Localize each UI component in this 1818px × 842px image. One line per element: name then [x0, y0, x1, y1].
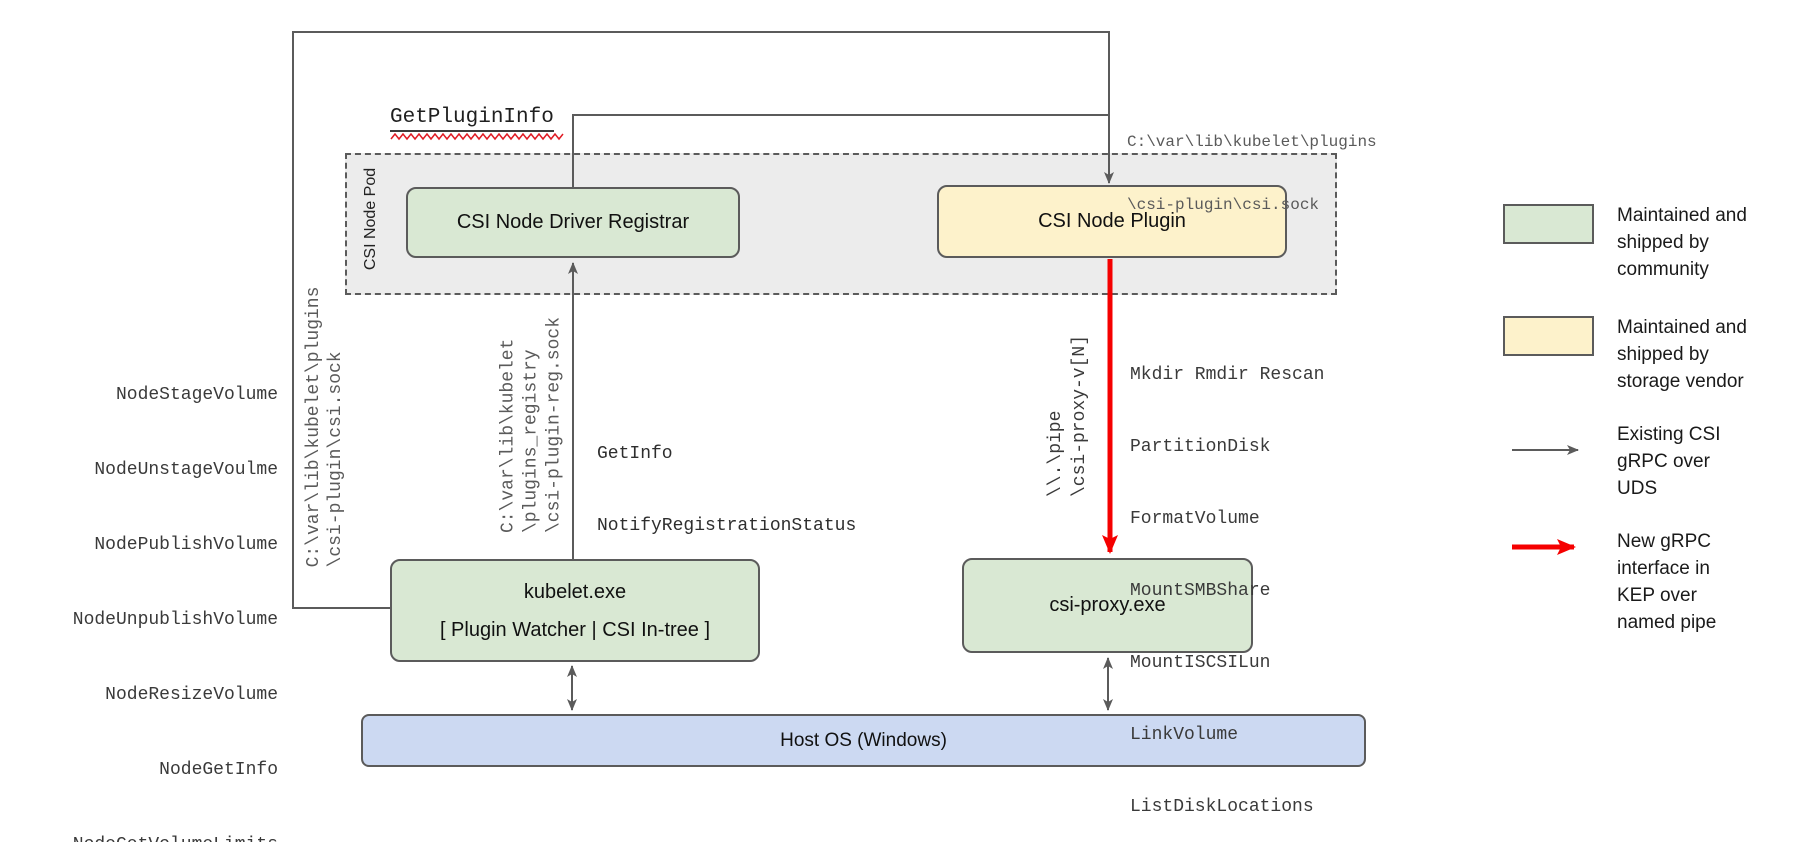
named-pipe-line1: \\.\pipe — [1046, 410, 1066, 498]
kubelet-node: kubelet.exe [ Plugin Watcher | CSI In-tr… — [390, 559, 760, 662]
kubelet-label-line2: [ Plugin Watcher | CSI In-tree ] — [439, 618, 711, 641]
kubelet-label-line1: kubelet.exe — [523, 580, 627, 603]
getplugininfo-connector — [572, 114, 1108, 187]
csi-sock-vertical-line1: C:\var\lib\kubelet\plugins — [304, 286, 324, 568]
node-method: NodeStageVolume — [115, 385, 278, 405]
legend-community-text: Maintained and shipped by community — [1617, 205, 1747, 280]
getplugininfo-label-block: GetPluginInfo — [390, 106, 566, 141]
plugin-label: CSI Node Plugin — [1038, 210, 1186, 232]
node-method: NodeGetVolumeLimits — [38, 833, 278, 842]
getplugininfo-label: GetPluginInfo — [390, 106, 554, 132]
legend-existing-text: Existing CSI gRPC over UDS — [1617, 424, 1721, 499]
named-pipe-vertical-label: \\.\pipe \csi-proxy-v[N] — [1044, 335, 1092, 497]
proxy-method: MountISCSILun — [1130, 653, 1271, 673]
csi-sock-vertical-label: C:\var\lib\kubelet\plugins \csi-plugin\c… — [303, 287, 347, 568]
legend-new-text: New gRPC interface in KEP over named pip… — [1617, 531, 1717, 633]
csi-node-pod-label: CSI Node Pod — [362, 167, 379, 271]
proxy-methods-list: Mkdir Rmdir Rescan PartitionDisk FormatV… — [1130, 315, 1324, 842]
node-method: NodeGetInfo — [159, 760, 278, 780]
csi-sock-path-line2: \csi-plugin\csi.sock — [1127, 196, 1320, 214]
node-method: NodeUnpublishVolume — [72, 610, 278, 630]
registrar-label: CSI Node Driver Registrar — [456, 211, 690, 233]
registration-call: NotifyRegistrationStatus — [597, 516, 857, 536]
spellcheck-squiggle-icon — [390, 133, 564, 141]
reg-sock-line2: \plugins_registry — [521, 349, 542, 534]
named-pipe-line2: \csi-proxy-v[N] — [1070, 334, 1090, 498]
reg-sock-line1: C:\var\lib\kubelet — [498, 338, 519, 534]
proxy-method: PartitionDisk — [1130, 437, 1271, 457]
plugin-node: CSI Node Plugin — [937, 185, 1287, 258]
proxy-method: LinkVolume — [1130, 725, 1239, 745]
csi-sock-path-line1: C:\var\lib\kubelet\plugins — [1127, 133, 1377, 151]
proxy-method: MountSMBShare — [1130, 581, 1271, 601]
registration-calls-list: GetInfo NotifyRegistrationStatus — [597, 394, 856, 586]
legend-community-swatch — [1503, 204, 1594, 244]
csi-proxy-label: csi-proxy.exe — [1049, 594, 1166, 616]
proxy-method: Mkdir Rmdir Rescan — [1130, 365, 1325, 385]
reg-sock-vertical-label: C:\var\lib\kubelet \plugins_registry \cs… — [498, 317, 567, 533]
node-method: NodeUnstageVoulme — [94, 460, 278, 480]
proxy-method: FormatVolume — [1130, 509, 1260, 529]
csi-sock-path-label: C:\var\lib\kubelet\plugins \csi-plugin\c… — [1127, 90, 1377, 258]
node-method: NodePublishVolume — [94, 535, 278, 555]
csi-proxy-node: csi-proxy.exe — [962, 558, 1253, 653]
proxy-method: ListDiskLocations — [1130, 797, 1314, 817]
host-os-label: Host OS (Windows) — [780, 729, 947, 751]
kubelet-to-plugin-uds-connector — [292, 31, 1114, 609]
legend-vendor-text: Maintained and shipped by storage vendor — [1617, 317, 1747, 392]
node-method: NodeResizeVolume — [105, 685, 278, 705]
registration-call: GetInfo — [597, 444, 673, 464]
reg-sock-line3: \csi-plugin-reg.sock — [544, 316, 565, 534]
host-os-node: Host OS (Windows) — [361, 714, 1366, 767]
registrar-node: CSI Node Driver Registrar — [406, 187, 740, 258]
csi-sock-vertical-line2: \csi-plugin\csi.sock — [326, 351, 346, 568]
legend-vendor-swatch — [1503, 316, 1594, 356]
node-methods-list: NodeStageVolume NodeUnstageVoulme NodePu… — [38, 333, 278, 842]
